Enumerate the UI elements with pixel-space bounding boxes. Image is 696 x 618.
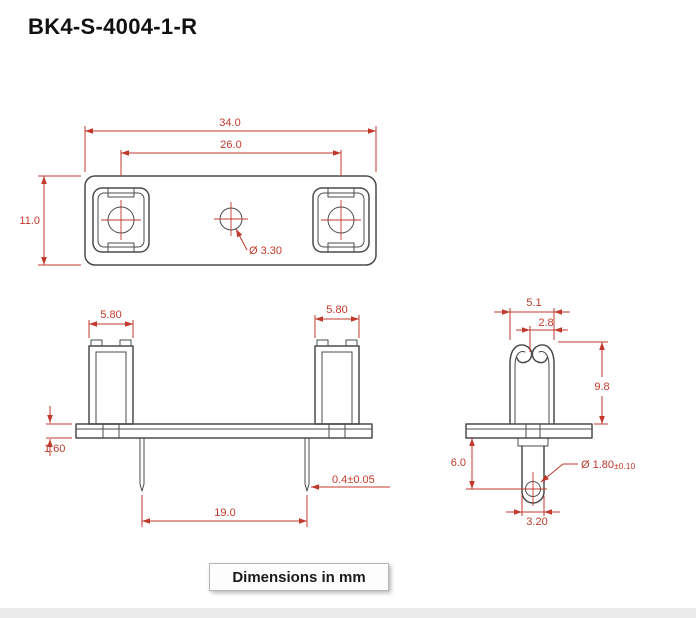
base-plate — [75, 423, 373, 439]
clip-curl-tab — [316, 339, 329, 347]
dim-clip-height: 9.8 — [558, 341, 610, 425]
holder-body-outline — [84, 175, 377, 266]
dim-pin-width-label: 3.20 — [526, 516, 547, 528]
dim-depth-label: 11.0 — [19, 215, 40, 227]
front-view: 5.80 5.80 1.60 0.4±0.05 — [44, 304, 390, 527]
clip-outline — [314, 345, 360, 425]
dim-base-thickness: 1.60 — [44, 406, 72, 456]
dim-pin-thickness: 0.4±0.05 — [311, 474, 390, 490]
clip-outline — [88, 345, 134, 425]
units-note-box: Dimensions in mm — [209, 563, 389, 591]
hole-tolerance-value: ±0.10 — [614, 461, 635, 471]
dim-overall-width: 34.0 — [84, 117, 377, 172]
dim-overall-width-label: 34.0 — [219, 117, 240, 129]
center-mounting-hole: Ø 3.30 — [214, 202, 282, 257]
dim-right-clip-width: 5.80 — [314, 304, 360, 338]
left-clip-plan — [92, 187, 150, 253]
dim-pin-length: 6.0 — [451, 438, 519, 490]
clip-bottom-tab — [327, 242, 355, 253]
dim-hole-diameter: Ø 1.80±0.10 — [540, 459, 636, 483]
clip-left-wall-curl — [509, 344, 533, 425]
dim-clip-spacing-label: 26.0 — [220, 139, 241, 151]
window-bottom-edge — [0, 608, 696, 618]
dim-clip-inner-width: 2.8 — [516, 317, 568, 352]
units-note-label: Dimensions in mm — [232, 568, 366, 586]
dim-clip-outer-width-label: 5.1 — [526, 297, 541, 309]
clip-right-wall-curl — [531, 344, 555, 425]
base-outline — [465, 423, 593, 439]
clip-top-tab — [107, 187, 135, 198]
dim-left-clip-width-label: 5.80 — [100, 309, 121, 321]
left-clip-elevation — [88, 339, 134, 425]
clip-curl-tab — [90, 339, 103, 347]
dim-clip-inner-width-label: 2.8 — [538, 317, 553, 329]
dim-right-clip-width-label: 5.80 — [326, 304, 347, 316]
hole-diameter-value: Ø 1.80 — [581, 459, 614, 471]
top-view: Ø 3.30 34.0 26.0 11.0 — [19, 117, 377, 266]
right-solder-pin — [304, 437, 310, 492]
dim-pin-spacing-label: 19.0 — [214, 507, 235, 519]
side-view: 5.1 2.8 9.8 — [451, 297, 636, 528]
dim-clip-spacing: 26.0 — [120, 139, 342, 176]
dim-center-hole-label: Ø 3.30 — [249, 245, 282, 257]
dim-overall-depth: 11.0 — [19, 175, 81, 266]
base-plate-side — [465, 423, 593, 439]
leader-line — [540, 463, 578, 483]
dim-pin-width: 3.20 — [506, 494, 560, 528]
clip-profile — [509, 344, 555, 425]
clip-inner-outline — [317, 192, 365, 248]
clip-curl-tab — [119, 339, 132, 347]
clip-right-wall-inner — [538, 351, 550, 425]
clip-inner-outline — [97, 192, 145, 248]
dim-pin-thickness-label: 0.4±0.05 — [332, 474, 375, 486]
right-clip-elevation — [314, 339, 360, 425]
clip-curl-tab — [345, 339, 358, 347]
dim-pin-length-label: 6.0 — [451, 457, 466, 469]
dim-hole-diameter-label: Ø 1.80±0.10 — [581, 459, 636, 471]
part-number-title: BK4-S-4004-1-R — [28, 14, 198, 39]
dim-clip-height-label: 9.8 — [594, 381, 609, 393]
dim-clip-outer-width: 5.1 — [494, 297, 570, 340]
left-solder-pin — [139, 437, 145, 492]
base-outline — [75, 423, 373, 439]
dim-pin-spacing: 19.0 — [141, 495, 308, 527]
clip-bottom-tab — [107, 242, 135, 253]
dim-base-thickness-label: 1.60 — [44, 443, 65, 455]
leader-line — [235, 228, 248, 251]
dim-left-clip-width: 5.80 — [88, 309, 134, 338]
clip-top-tab — [327, 187, 355, 198]
right-clip-plan — [312, 187, 370, 253]
clip-left-wall-inner — [514, 351, 526, 425]
pin-boss — [517, 437, 549, 447]
